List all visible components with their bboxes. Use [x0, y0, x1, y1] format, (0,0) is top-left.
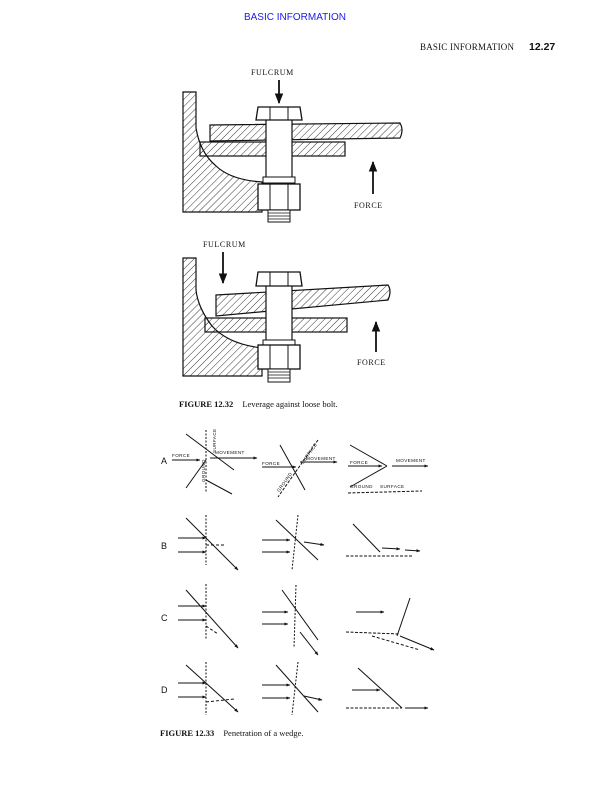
- figure-12-32-number: FIGURE 12.32: [179, 399, 234, 409]
- row-b-diagrams: [178, 514, 421, 571]
- row-b-label: B: [161, 541, 168, 551]
- figure-12-32-caption: FIGURE 12.32 Leverage against loose bolt.: [179, 399, 338, 409]
- row-a-label: A: [161, 456, 168, 466]
- lower-force-label: FORCE: [357, 358, 386, 367]
- upper-fulcrum-label: FULCRUM: [251, 68, 294, 77]
- a1-movement-label: MOVEMENT: [215, 450, 245, 455]
- row-d-diagrams: [178, 661, 429, 716]
- upper-bolt-assembly: [182, 80, 403, 223]
- page-number: 12.27: [529, 41, 556, 53]
- a3-force-label: FORCE: [350, 460, 369, 465]
- a1-surface-label: SURFACE: [212, 428, 217, 454]
- a2-movement-label: MOVEMENT: [306, 456, 336, 461]
- lower-bolt-assembly: [182, 252, 391, 383]
- figure-12-33-caption: FIGURE 12.33 Penetration of a wedge.: [160, 728, 304, 738]
- running-head: BASIC INFORMATION: [420, 42, 515, 52]
- row-d-label: D: [161, 685, 168, 695]
- lower-fulcrum-label: FULCRUM: [203, 240, 246, 249]
- top-header-link[interactable]: BASIC INFORMATION: [243, 12, 347, 23]
- row-a-diagrams: [172, 430, 429, 498]
- a3-ground-label: GROUND: [350, 484, 373, 489]
- figure-12-33-number: FIGURE 12.33: [160, 728, 215, 738]
- a3-surface-label: SURFACE: [380, 484, 405, 489]
- a1-ground-label: GROUND: [201, 459, 206, 482]
- row-c-label: C: [161, 613, 168, 623]
- figure-12-33-text: Penetration of a wedge.: [223, 728, 304, 738]
- figure-12-33-drawing: [172, 430, 435, 716]
- figure-12-32-text: Leverage against loose bolt.: [242, 399, 338, 409]
- a2-force-label: FORCE: [262, 461, 281, 466]
- upper-force-label: FORCE: [354, 201, 383, 210]
- row-c-diagrams: [178, 584, 435, 656]
- a3-movement-label: MOVEMENT: [396, 458, 426, 463]
- a1-force-label: FORCE: [172, 453, 191, 458]
